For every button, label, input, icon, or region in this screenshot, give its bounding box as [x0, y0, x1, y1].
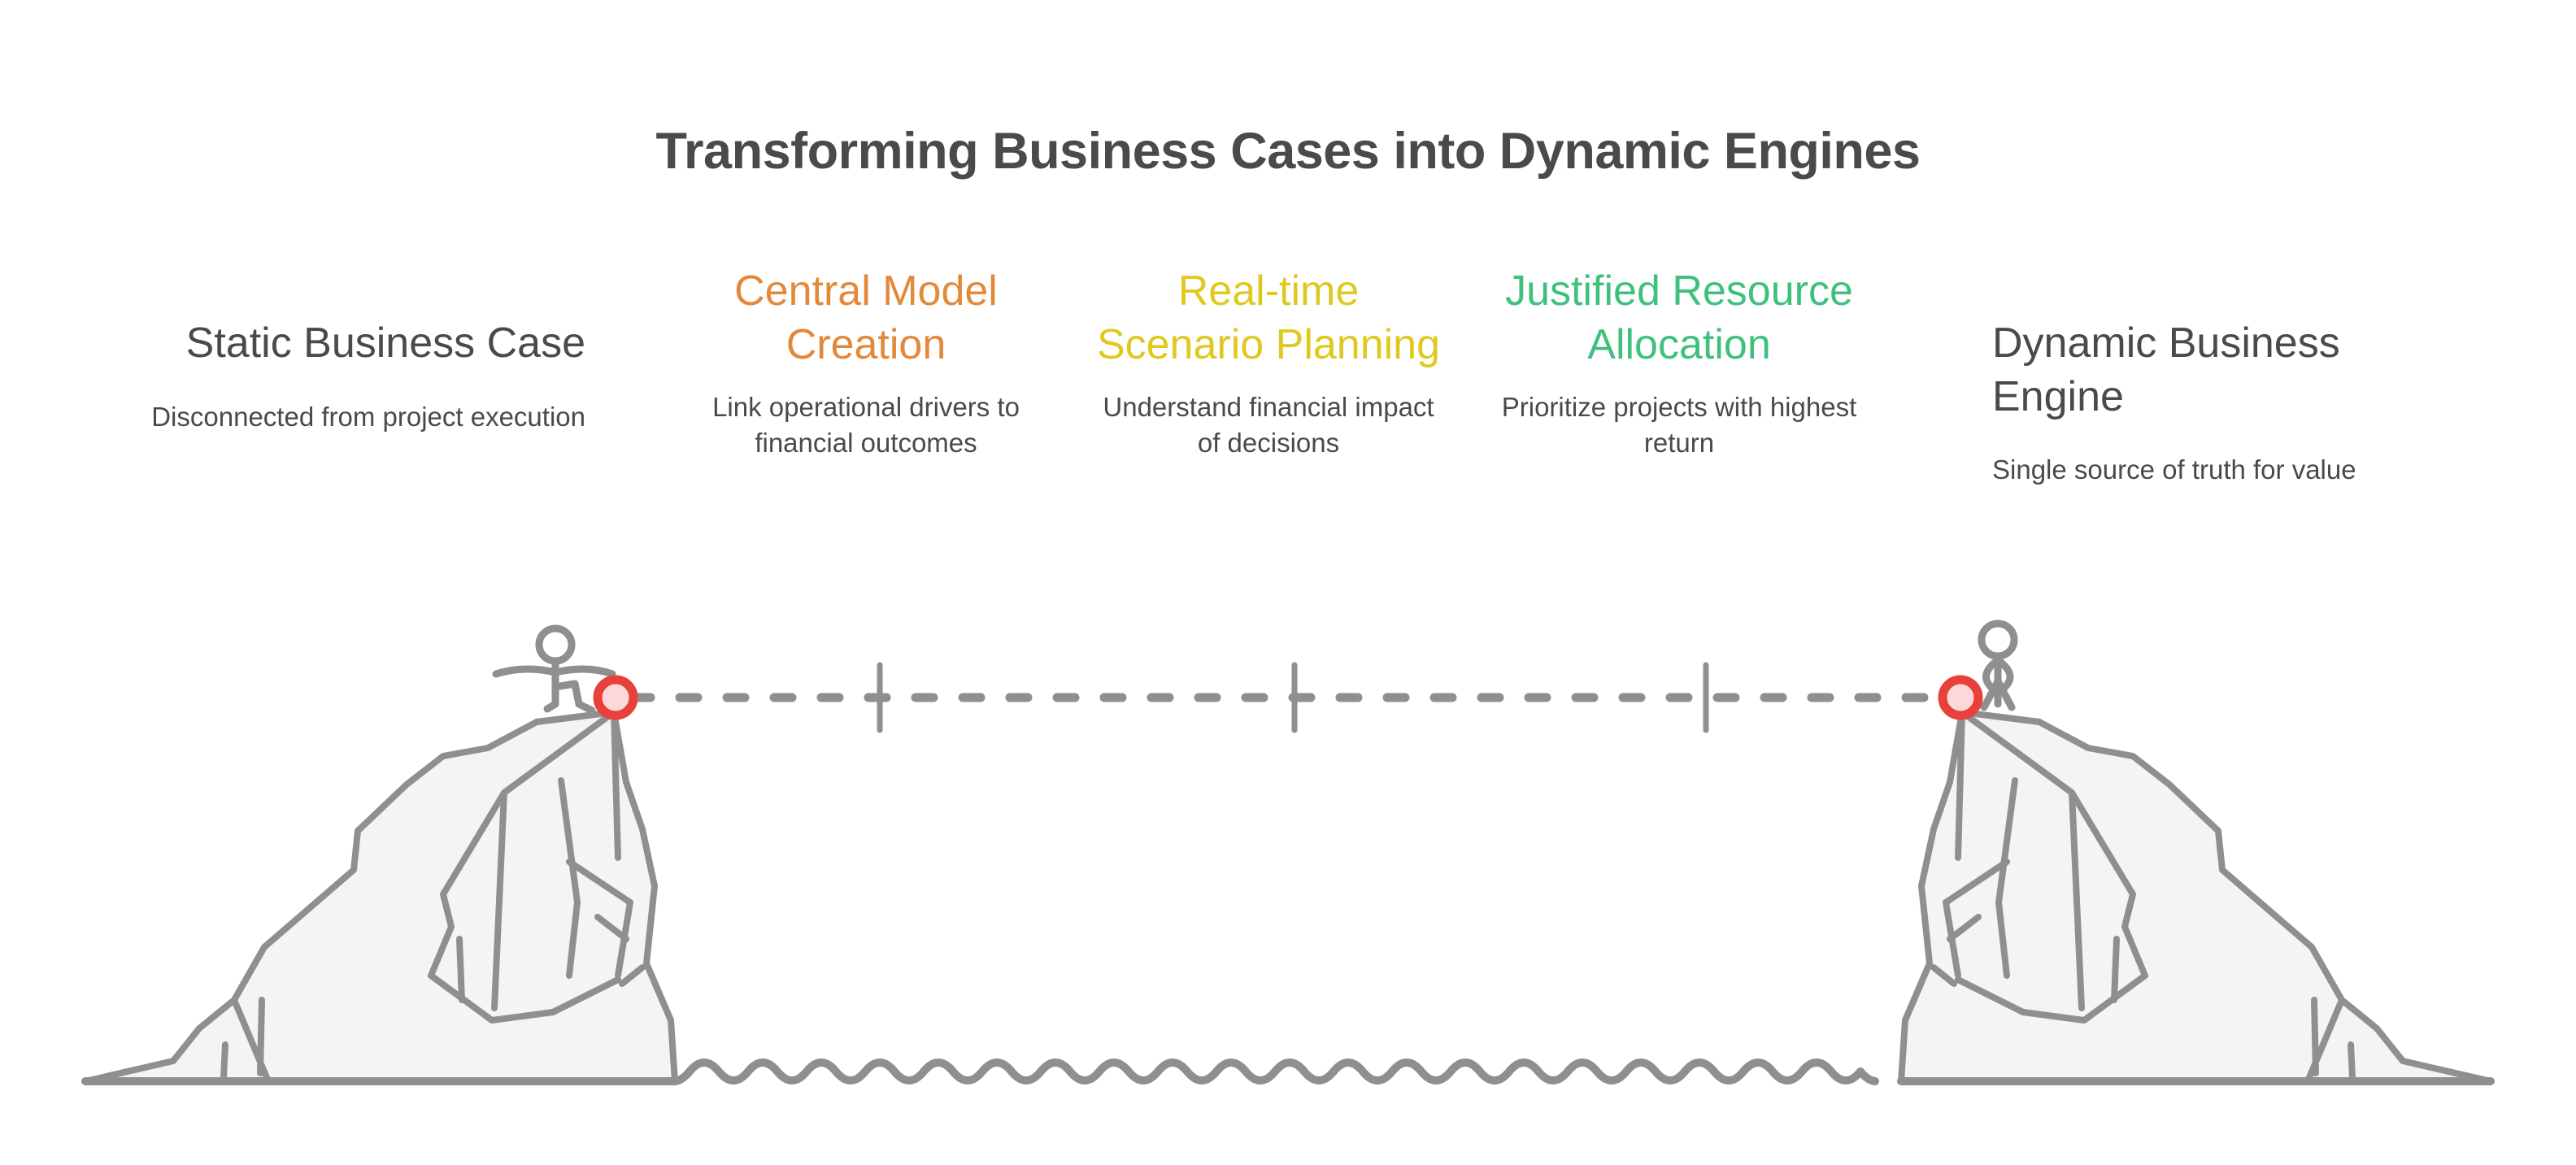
right-climber-figure: [1978, 619, 2018, 711]
right-facet-b: [2069, 789, 2085, 1011]
right-mountain: [1898, 709, 2494, 1085]
right-facet-a: [1955, 709, 2148, 1024]
left-facet-e: [456, 936, 465, 1003]
right-facet-c: [1995, 777, 2018, 979]
right-climber-legs: [1980, 677, 2016, 711]
left-facet-i: [220, 1041, 228, 1080]
right-facet-g: [1930, 964, 1957, 987]
left-cliff-edge: [611, 709, 621, 861]
left-mountain-base-rock: [82, 997, 272, 1085]
stage-columns: Static Business Case Disconnected from p…: [0, 244, 2576, 569]
wavy-water-line: [671, 1058, 1879, 1085]
stage-heading-real-time-scenario-planning: Real-time Scenario Planning: [1096, 267, 1441, 368]
left-climber-head: [535, 624, 576, 665]
left-facet-b: [491, 789, 507, 1011]
left-mountain: [82, 709, 678, 1085]
page-title: Transforming Business Cases into Dynamic…: [655, 123, 1921, 180]
left-facet-d: [566, 859, 633, 979]
stage-heading-dynamic-business-engine: Dynamic Business Engine: [1992, 320, 2340, 420]
left-climber-leg-front: [551, 680, 596, 715]
right-facet-d: [1943, 859, 2010, 979]
left-facet-h: [257, 997, 265, 1076]
right-facet-h: [2311, 997, 2319, 1076]
peak-markers: [593, 675, 1983, 720]
stage-heading-static-business-case: Static Business Case: [185, 320, 585, 367]
left-climber-leg-back: [543, 700, 559, 713]
right-mountain-base-rock: [2304, 997, 2494, 1085]
left-facet-f: [594, 914, 629, 942]
right-facet-e: [2111, 936, 2120, 1003]
stage-column-dynamic-business-engine: Dynamic Business Engine Single source of…: [1992, 244, 2431, 488]
right-facet-i: [2348, 1041, 2356, 1080]
stage-heading-justified-resource-allocation: Justified Resource Allocation: [1505, 267, 1853, 368]
right-climber-arms-on-hips: [1982, 656, 2014, 697]
stage-subtitle-central-model-creation: Link operational drivers to financial ou…: [712, 392, 1020, 458]
stage-column-static-business-case: Static Business Case Disconnected from p…: [146, 244, 585, 434]
right-cliff-edge: [1955, 709, 1965, 861]
left-facet-c: [558, 777, 581, 979]
stage-column-justified-resource-allocation: Justified Resource Allocation Prioritize…: [1500, 244, 1858, 461]
right-peak-marker-icon: [1938, 675, 1983, 720]
left-facet-a: [428, 709, 621, 1024]
left-peak-marker-icon: [593, 675, 638, 720]
stage-column-central-model-creation: Central Model Creation Link operational …: [687, 244, 1045, 461]
stage-heading-central-model-creation: Central Model Creation: [734, 267, 998, 368]
stage-subtitle-static-business-case: Disconnected from project execution: [151, 401, 585, 432]
stage-subtitle-real-time-scenario-planning: Understand financial impact of decisions: [1103, 392, 1434, 458]
right-facet-f: [1947, 914, 1982, 942]
left-climber-arms: [492, 665, 616, 678]
left-facet-g: [619, 964, 646, 987]
stage-subtitle-justified-resource-allocation: Prioritize projects with highest return: [1501, 392, 1857, 458]
left-climber-figure: [492, 624, 616, 715]
right-climber-head: [1978, 619, 2018, 660]
stage-column-real-time-scenario-planning: Real-time Scenario Planning Understand f…: [1090, 244, 1447, 461]
stage-subtitle-dynamic-business-engine: Single source of truth for value: [1992, 454, 2356, 485]
